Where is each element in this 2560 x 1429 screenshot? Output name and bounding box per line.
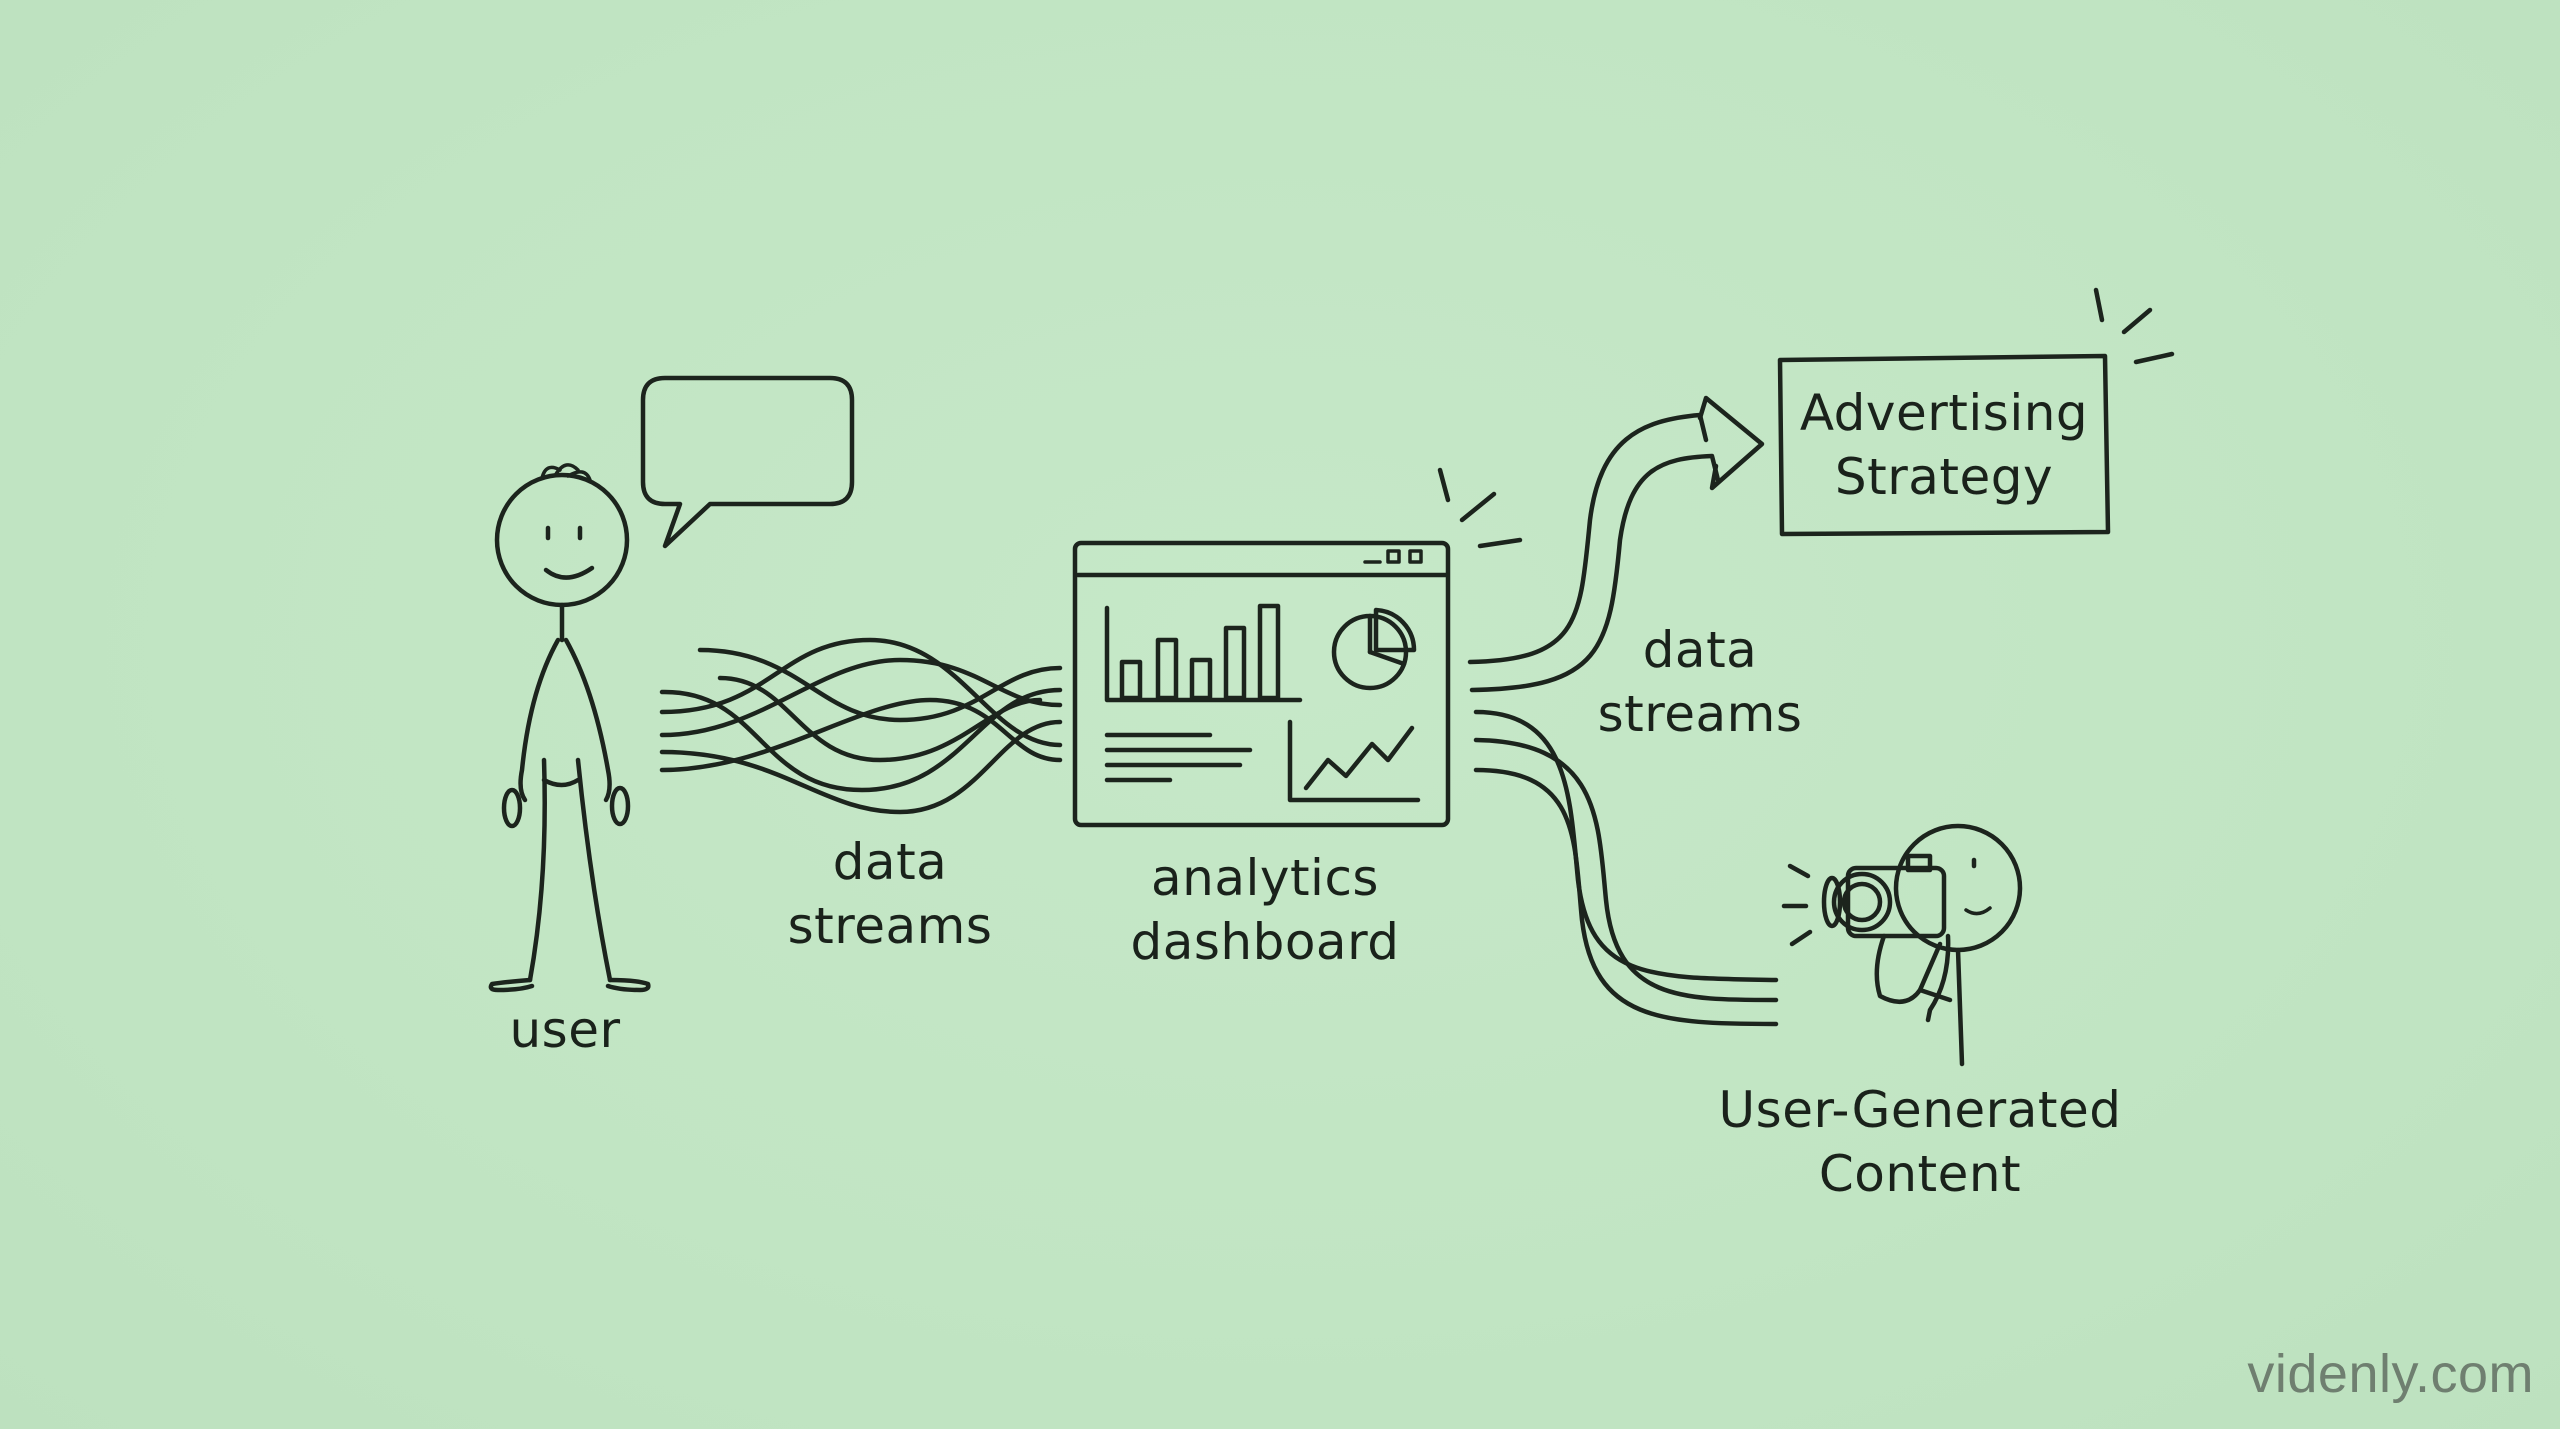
data-streams-right-icon: [1473, 709, 1779, 1027]
line-chart-icon: [1287, 719, 1421, 803]
analytics-dashboard-label: analytics dashboard: [1130, 849, 1400, 971]
user-generated-content-label: User-Generated Content: [1718, 1081, 2122, 1203]
speech-bubble-icon: [640, 375, 855, 549]
analytics-dashboard-window-icon: [1072, 467, 1523, 828]
data-streams-left-label: data streams: [787, 833, 993, 955]
photographer-with-camera-icon: [1781, 823, 2023, 1067]
user-label: user: [509, 1001, 621, 1059]
curved-arrow-icon: [1467, 395, 1765, 693]
advertising-strategy-box: [1777, 287, 2175, 537]
bar-chart-icon: [1104, 603, 1303, 703]
stick-figure-user-icon: [488, 463, 651, 993]
advertising-strategy-label: Advertising Strategy: [1799, 384, 2089, 506]
data-streams-left-icon: [659, 637, 1063, 815]
data-streams-right-label: data streams: [1597, 621, 1803, 743]
pie-chart-icon: [1331, 607, 1417, 691]
watermark: videnly.com: [2247, 1344, 2534, 1404]
